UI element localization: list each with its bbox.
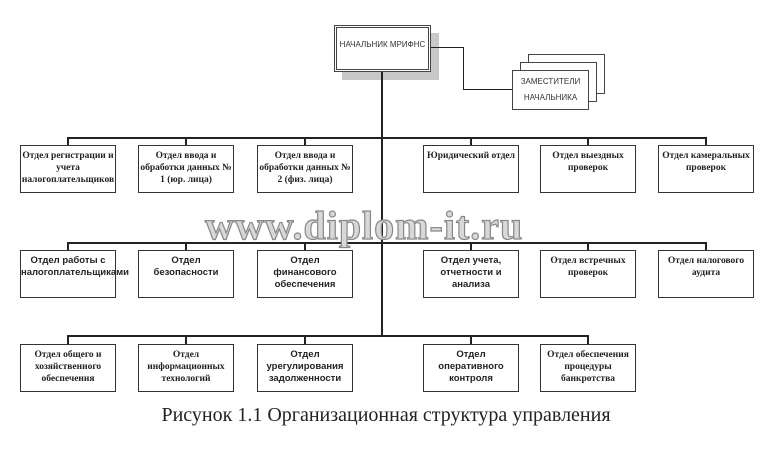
department-box: Отдел выездных проверок bbox=[540, 145, 636, 193]
department-box: Отдел безопасности bbox=[138, 250, 234, 298]
connector bbox=[304, 242, 306, 250]
deputies-box: ЗАМЕСТИТЕЛИ НАЧАЛЬНИКА bbox=[512, 70, 589, 110]
connector bbox=[185, 242, 187, 250]
connector bbox=[587, 137, 589, 145]
figure-caption: Рисунок 1.1 Организационная структура уп… bbox=[161, 404, 611, 426]
watermark: www.diplom-it.ru bbox=[204, 202, 524, 248]
department-box: Отдел регистрации и учета налогоплательщ… bbox=[20, 145, 116, 193]
department-box: Отдел ввода и обработки данных № 2 (физ.… bbox=[257, 145, 353, 193]
connector bbox=[470, 242, 472, 250]
department-box: Отдел оперативного контроля bbox=[423, 344, 519, 392]
connector bbox=[470, 335, 472, 344]
connector bbox=[67, 242, 69, 250]
trunk-line bbox=[381, 72, 383, 336]
department-box: Отдел информационных технологий bbox=[138, 344, 234, 392]
row2-bus bbox=[67, 242, 707, 244]
department-box: Отдел встречных проверок bbox=[540, 250, 636, 298]
department-box: Отдел ввода и обработки данных № 1 (юр. … bbox=[138, 145, 234, 193]
connector bbox=[470, 137, 472, 145]
head-box: НАЧАЛЬНИК МРИФНС bbox=[334, 25, 431, 72]
connector bbox=[304, 137, 306, 145]
department-box: Юридический отдел bbox=[423, 145, 519, 193]
department-box: Отдел финансового обеспечения bbox=[257, 250, 353, 298]
connector bbox=[431, 47, 464, 48]
row1-bus bbox=[67, 137, 707, 139]
row3-bus bbox=[67, 335, 588, 337]
department-box: Отдел работы с налогоплательщиками bbox=[20, 250, 129, 298]
department-box: Отдел урегулирования задолженности bbox=[257, 344, 353, 392]
connector bbox=[185, 137, 187, 145]
department-box: Отдел камеральных проверок bbox=[658, 145, 754, 193]
connector bbox=[705, 242, 707, 250]
connector bbox=[587, 335, 589, 344]
connector bbox=[463, 47, 464, 90]
department-box: Отдел обеспечения процедуры банкротства bbox=[540, 344, 636, 392]
connector bbox=[587, 242, 589, 250]
connector bbox=[67, 335, 69, 344]
department-box: Отдел налогового аудита bbox=[658, 250, 754, 298]
department-box: Отдел общего и хозяйственного обеспечени… bbox=[20, 344, 116, 392]
connector bbox=[67, 137, 69, 145]
connector bbox=[185, 335, 187, 344]
department-box: Отдел учета, отчетности и анализа bbox=[423, 250, 519, 298]
connector bbox=[304, 335, 306, 344]
connector bbox=[463, 89, 512, 90]
connector bbox=[705, 137, 707, 145]
